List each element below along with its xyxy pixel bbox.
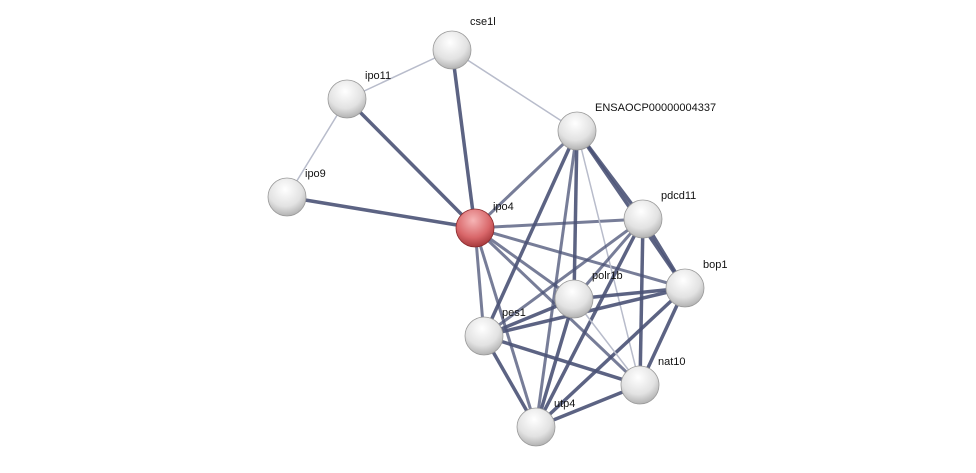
node-sphere[interactable] bbox=[327, 79, 367, 119]
node-ipo11[interactable]: ipo11 bbox=[327, 70, 391, 119]
node-label: polr1b bbox=[592, 270, 623, 282]
node-label: utp4 bbox=[554, 398, 575, 410]
node-label: cse1l bbox=[470, 16, 496, 28]
node-label: ipo11 bbox=[365, 70, 391, 82]
node-sphere[interactable] bbox=[620, 365, 660, 405]
node-label: pes1 bbox=[502, 307, 526, 319]
edge-ipo4-ensa bbox=[473, 129, 579, 230]
node-label: ipo4 bbox=[493, 201, 514, 213]
node-label: bop1 bbox=[703, 259, 727, 271]
node-sphere[interactable] bbox=[432, 30, 472, 70]
edge-ensa-pes1 bbox=[482, 130, 579, 337]
node-sphere[interactable] bbox=[267, 177, 307, 217]
edge-ipo9-ipo4 bbox=[286, 195, 476, 230]
node-pdcd11[interactable]: pdcd11 bbox=[623, 190, 696, 239]
node-sphere[interactable] bbox=[554, 279, 594, 319]
edge-pes1-nat10 bbox=[483, 334, 641, 387]
node-label: pdcd11 bbox=[661, 190, 696, 202]
node-polr1b[interactable]: polr1b bbox=[554, 270, 623, 319]
edge-ipo11-ipo4 bbox=[345, 97, 477, 230]
edge-ipo4-bop1 bbox=[474, 226, 686, 290]
edge-pdcd11-utp4 bbox=[534, 218, 645, 428]
node-label: ipo9 bbox=[305, 168, 326, 180]
node-ipo4[interactable]: ipo4 bbox=[455, 201, 514, 248]
node-ensa[interactable]: ENSAOCP00000004337 bbox=[557, 102, 716, 151]
edge-cse1l-ensa bbox=[451, 49, 578, 132]
node-cse1l[interactable]: cse1l bbox=[432, 16, 496, 70]
edge-pdcd11-nat10 bbox=[638, 218, 645, 386]
node-sphere[interactable] bbox=[516, 407, 556, 447]
edge-ipo4-polr1b bbox=[474, 226, 575, 301]
node-sphere[interactable] bbox=[464, 316, 504, 356]
node-utp4[interactable]: utp4 bbox=[516, 398, 575, 447]
node-label: ENSAOCP00000004337 bbox=[595, 102, 716, 114]
node-sphere[interactable] bbox=[623, 199, 663, 239]
edge-bop1-utp4 bbox=[534, 286, 687, 429]
node-sphere[interactable] bbox=[455, 208, 495, 248]
edge-pdcd11-pes1 bbox=[483, 217, 644, 338]
edge-ipo4-pdcd11 bbox=[474, 217, 644, 230]
node-bop1[interactable]: bop1 bbox=[665, 259, 727, 308]
node-pes1[interactable]: pes1 bbox=[464, 307, 526, 356]
edge-cse1l-ipo4 bbox=[450, 49, 477, 229]
edge-ensa-utp4 bbox=[534, 130, 579, 428]
node-ipo9[interactable]: ipo9 bbox=[267, 168, 326, 217]
node-nat10[interactable]: nat10 bbox=[620, 356, 686, 405]
node-label: nat10 bbox=[658, 356, 686, 368]
edge-polr1b-utp4 bbox=[534, 298, 576, 428]
node-sphere[interactable] bbox=[665, 268, 705, 308]
node-sphere[interactable] bbox=[557, 111, 597, 151]
